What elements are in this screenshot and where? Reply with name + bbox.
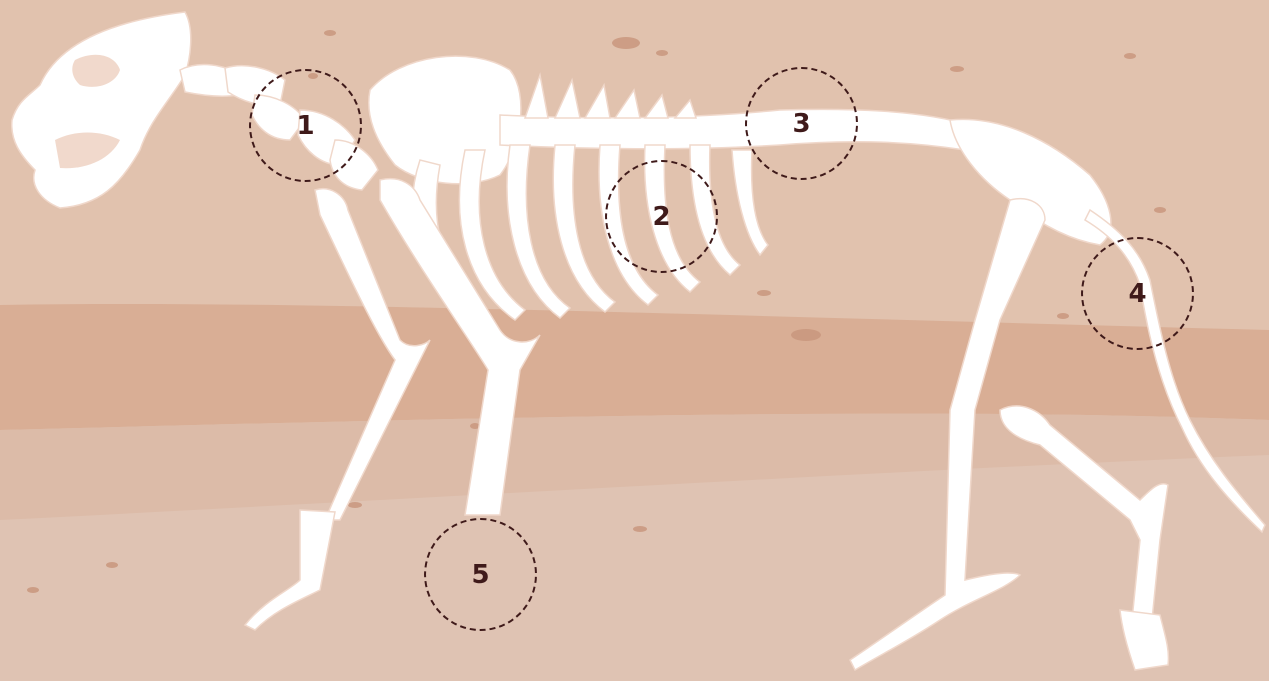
marker-label-4: 4	[1083, 281, 1192, 307]
front-paw-rear	[245, 510, 335, 630]
marker-label-3: 3	[747, 111, 856, 137]
marker-1[interactable]: 1	[249, 69, 362, 182]
marker-label-2: 2	[607, 204, 716, 230]
marker-label-1: 1	[251, 113, 360, 139]
skull	[12, 12, 191, 208]
marker-label-5: 5	[426, 562, 535, 588]
marker-5[interactable]: 5	[424, 518, 537, 631]
hind-leg	[1000, 406, 1168, 640]
marker-3[interactable]: 3	[745, 67, 858, 180]
spine-spikes	[525, 75, 696, 118]
marker-4[interactable]: 4	[1081, 237, 1194, 350]
scapula	[369, 56, 521, 184]
marker-2[interactable]: 2	[605, 160, 718, 273]
hind-paw	[1120, 610, 1168, 670]
